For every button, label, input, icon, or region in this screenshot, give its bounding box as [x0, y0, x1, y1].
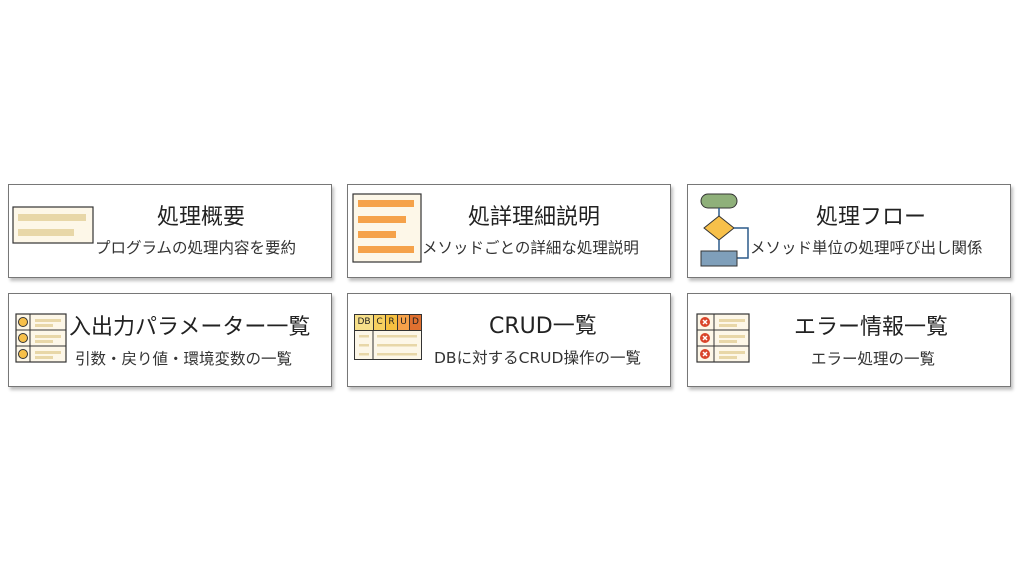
card-title: 処理概要 [157, 205, 246, 230]
card-subtitle: プログラムの処理内容を要約 [95, 239, 297, 257]
flowchart-icon [700, 193, 749, 267]
card-parameters[interactable]: 入出力パラメーター一覧 引数・戻り値・環境変数の一覧 [8, 293, 332, 387]
summary-icon [12, 206, 94, 244]
card-title: 入出力パラメーター一覧 [69, 315, 311, 340]
card-errors[interactable]: エラー情報一覧 エラー処理の一覧 [687, 293, 1011, 387]
error-list-icon [696, 313, 750, 363]
card-crud[interactable]: DB C R U D CRUD一覧 DBに対するCRUD操作の一覧 [347, 293, 671, 387]
card-title: 処詳理細説明 [468, 205, 601, 230]
card-detail[interactable]: 処詳理細説明 メソッドごとの詳細な処理説明 [347, 184, 671, 278]
card-subtitle: メソッドごとの詳細な処理説明 [422, 239, 639, 257]
crud-header-u: U [398, 315, 410, 330]
detail-lines-icon [352, 193, 422, 263]
card-title: 処理フロー [816, 205, 927, 230]
card-flow[interactable]: 処理フロー メソッド単位の処理呼び出し関係 [687, 184, 1011, 278]
card-title: エラー情報一覧 [794, 315, 949, 340]
crud-header-db: DB [355, 315, 374, 330]
crud-header-c: C [374, 315, 386, 330]
card-summary[interactable]: 処理概要 プログラムの処理内容を要約 [8, 184, 332, 278]
card-subtitle: エラー処理の一覧 [811, 350, 936, 368]
card-subtitle: メソッド単位の処理呼び出し関係 [750, 239, 983, 257]
card-subtitle: DBに対するCRUD操作の一覧 [434, 349, 641, 367]
card-subtitle: 引数・戻り値・環境変数の一覧 [75, 350, 293, 368]
parameter-list-icon [15, 313, 67, 363]
crud-header-r: R [386, 315, 398, 330]
crud-header-d: D [410, 315, 421, 330]
card-title: CRUD一覧 [489, 314, 597, 339]
crud-table-icon: DB C R U D [354, 314, 422, 360]
